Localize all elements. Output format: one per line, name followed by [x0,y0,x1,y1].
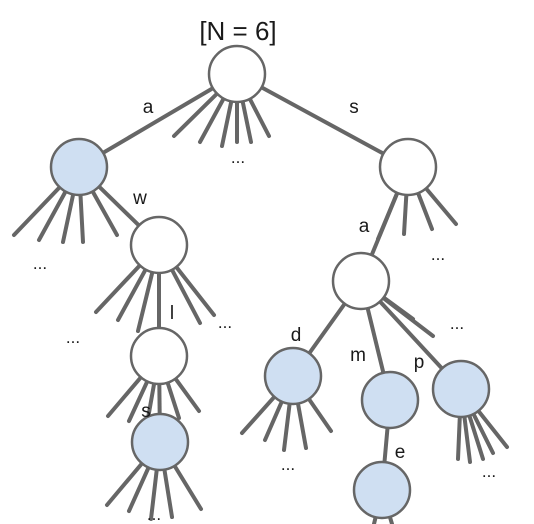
trie-node-awl [129,326,189,386]
edge-label-w-l: l [170,303,174,324]
ellipsis-root: ... [231,148,245,167]
trie-nodes [49,44,491,520]
edge-label-root-s: s [349,97,359,118]
trie-node-terminal-same [352,460,412,520]
ellipsis-awls-node: ... [147,505,161,524]
trie-node-terminal-sap [431,359,491,419]
trie-edge-root-a [77,72,239,169]
edge-label-sa-d: d [291,325,302,346]
edge-label-l-s: s [141,401,151,422]
ellipsis-sad-node: ... [281,455,295,474]
trie-edge-root-s [235,72,410,169]
edge-label-sam-e: e [395,442,406,463]
trie-node-sa [331,251,391,311]
ellipsis-sa-right: ... [450,314,464,333]
trie-node-terminal-sad [263,346,323,406]
ellipsis-aw-right: ... [218,313,232,332]
ellipsis-sap-node: ... [482,462,496,481]
trie-node-root [207,44,267,104]
ellipsis-a-node: ... [33,254,47,273]
ellipsis-s-node: ... [431,245,445,264]
ellipsis-aw-node: ... [66,328,80,347]
trie-node-terminal-awls [130,412,190,472]
edge-label-root-a: a [143,97,154,118]
edge-label-sa-p: p [414,352,425,373]
edge-label-sa-m: m [350,345,366,366]
diagram-title: [N = 6] [199,16,276,46]
edge-label-s-a: a [359,216,370,237]
trie-node-aw [129,215,189,275]
trie-node-terminal-sam [360,370,420,430]
trie-node-s [378,137,438,197]
trie-node-terminal-a [49,137,109,197]
edge-label-a-w: w [132,188,147,209]
